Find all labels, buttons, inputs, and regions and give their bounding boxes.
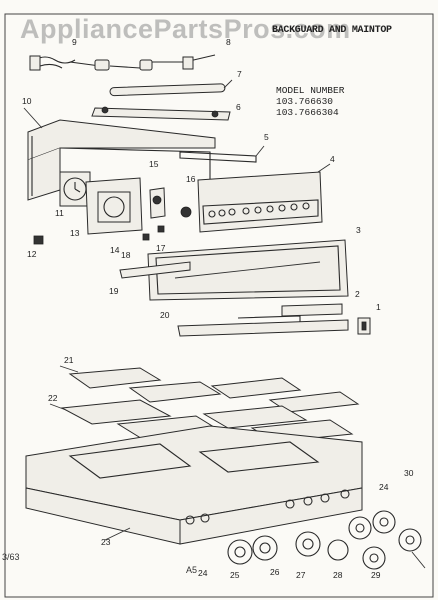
callout-3: 4 [330, 154, 335, 164]
callout-27: 28 [333, 570, 343, 580]
callout-10: 11 [55, 208, 64, 218]
part-control-panel-overlay [197, 163, 331, 233]
part-end-clip [357, 317, 371, 335]
part-stem [180, 206, 192, 218]
part-screws [142, 225, 165, 241]
model-label: MODEL NUMBER [276, 85, 345, 96]
page-border [4, 13, 434, 598]
callout-8: 9 [72, 37, 77, 47]
part-wire-harness [29, 55, 110, 71]
callout-4: 5 [264, 132, 269, 142]
part-lamp-bracket [91, 106, 231, 121]
part-control-knobs [227, 510, 426, 570]
callout-16: 17 [156, 243, 166, 253]
callout-17: 18 [121, 250, 131, 260]
callout-26: 27 [296, 570, 306, 580]
page-code: 3/63 [2, 552, 20, 562]
callout-14: 15 [149, 159, 159, 169]
part-retainer-strip [119, 261, 191, 279]
part-burner-grates [59, 365, 360, 413]
callout-19: 20 [160, 310, 170, 320]
callout-15: 16 [186, 174, 196, 184]
part-lamp-tube [109, 79, 233, 97]
part-power-cord [109, 54, 216, 71]
diagram-heading: BACKGUARD AND MAINTOP [272, 25, 392, 36]
callout-30: 30 [404, 468, 414, 478]
callout-11: 12 [27, 249, 37, 259]
part-trim-strip [179, 145, 265, 163]
part-trim-bar [177, 315, 349, 337]
callout-2: 3 [356, 225, 361, 235]
callout-5: 6 [236, 102, 241, 112]
part-glass-frame [147, 239, 349, 301]
callout-28: 29 [371, 570, 381, 580]
callout-25: 26 [270, 567, 280, 577]
part-clip [33, 235, 44, 245]
callout-13: 14 [110, 245, 120, 255]
watermark-logo: AppliancePartsPros.com [20, 14, 351, 44]
page-mark: A5 [186, 565, 198, 575]
callout-1: 2 [355, 289, 360, 299]
callout-12: 13 [70, 228, 80, 238]
callout-18: 19 [109, 286, 119, 296]
callout-9: 10 [22, 96, 32, 106]
callout-24: 25 [230, 570, 240, 580]
part-timer-bezel [85, 177, 143, 235]
model-number-1: 103.766630 [276, 96, 334, 107]
callout-23: 24 [198, 568, 208, 578]
part-bracket [281, 303, 343, 317]
model-number-block: MODEL NUMBER 103.766630 103.7666304 [276, 85, 344, 118]
part-switch [149, 187, 166, 219]
callout-20: 21 [64, 355, 74, 365]
callout-7: 8 [226, 37, 231, 47]
model-number-2: 103.7666304 [276, 107, 339, 118]
callout-22: 23 [101, 537, 111, 547]
callout-29: 24 [379, 482, 389, 492]
callout-0: 1 [376, 302, 381, 312]
callout-6: 7 [237, 69, 242, 79]
part-clock [59, 171, 91, 207]
part-main-top [25, 425, 363, 545]
callout-21: 22 [48, 393, 58, 403]
